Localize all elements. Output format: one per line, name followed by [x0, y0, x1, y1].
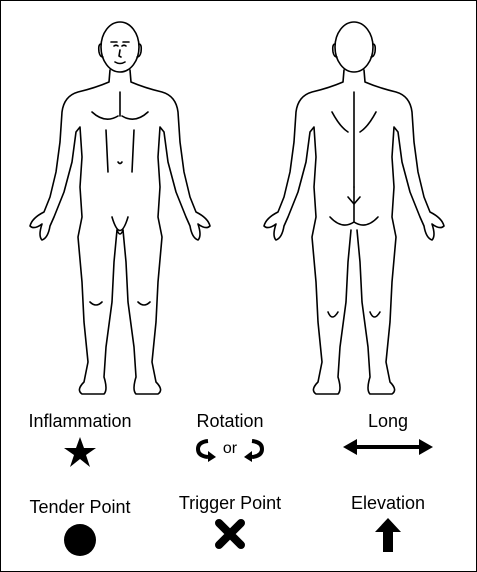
legend-rotation: Rotation or: [160, 410, 300, 462]
filled-circle-icon: [62, 522, 98, 558]
body-front-view: [20, 12, 220, 402]
legend-inflammation-label: Inflammation: [10, 410, 150, 432]
body-back-view: [254, 12, 454, 402]
legend-long-label: Long: [318, 410, 458, 432]
legend-trigger-point-label: Trigger Point: [160, 492, 300, 514]
legend: Inflammation Rotation or Long: [0, 400, 477, 570]
legend-rotation-label: Rotation: [160, 410, 300, 432]
rotate-counterclockwise-icon: [194, 436, 218, 462]
legend-elevation: Elevation: [318, 492, 458, 552]
legend-inflammation: Inflammation: [10, 410, 150, 468]
legend-trigger-point: Trigger Point: [160, 492, 300, 550]
legend-tender-point-label: Tender Point: [10, 496, 150, 518]
legend-rotation-or: or: [223, 440, 237, 458]
x-cross-icon: [214, 518, 246, 550]
legend-tender-point: Tender Point: [10, 496, 150, 558]
double-arrow-horizontal-icon: [343, 436, 433, 458]
rotate-clockwise-icon: [242, 436, 266, 462]
legend-elevation-label: Elevation: [318, 492, 458, 514]
star-icon: [63, 436, 97, 468]
legend-long: Long: [318, 410, 458, 458]
up-arrow-icon: [375, 518, 401, 552]
